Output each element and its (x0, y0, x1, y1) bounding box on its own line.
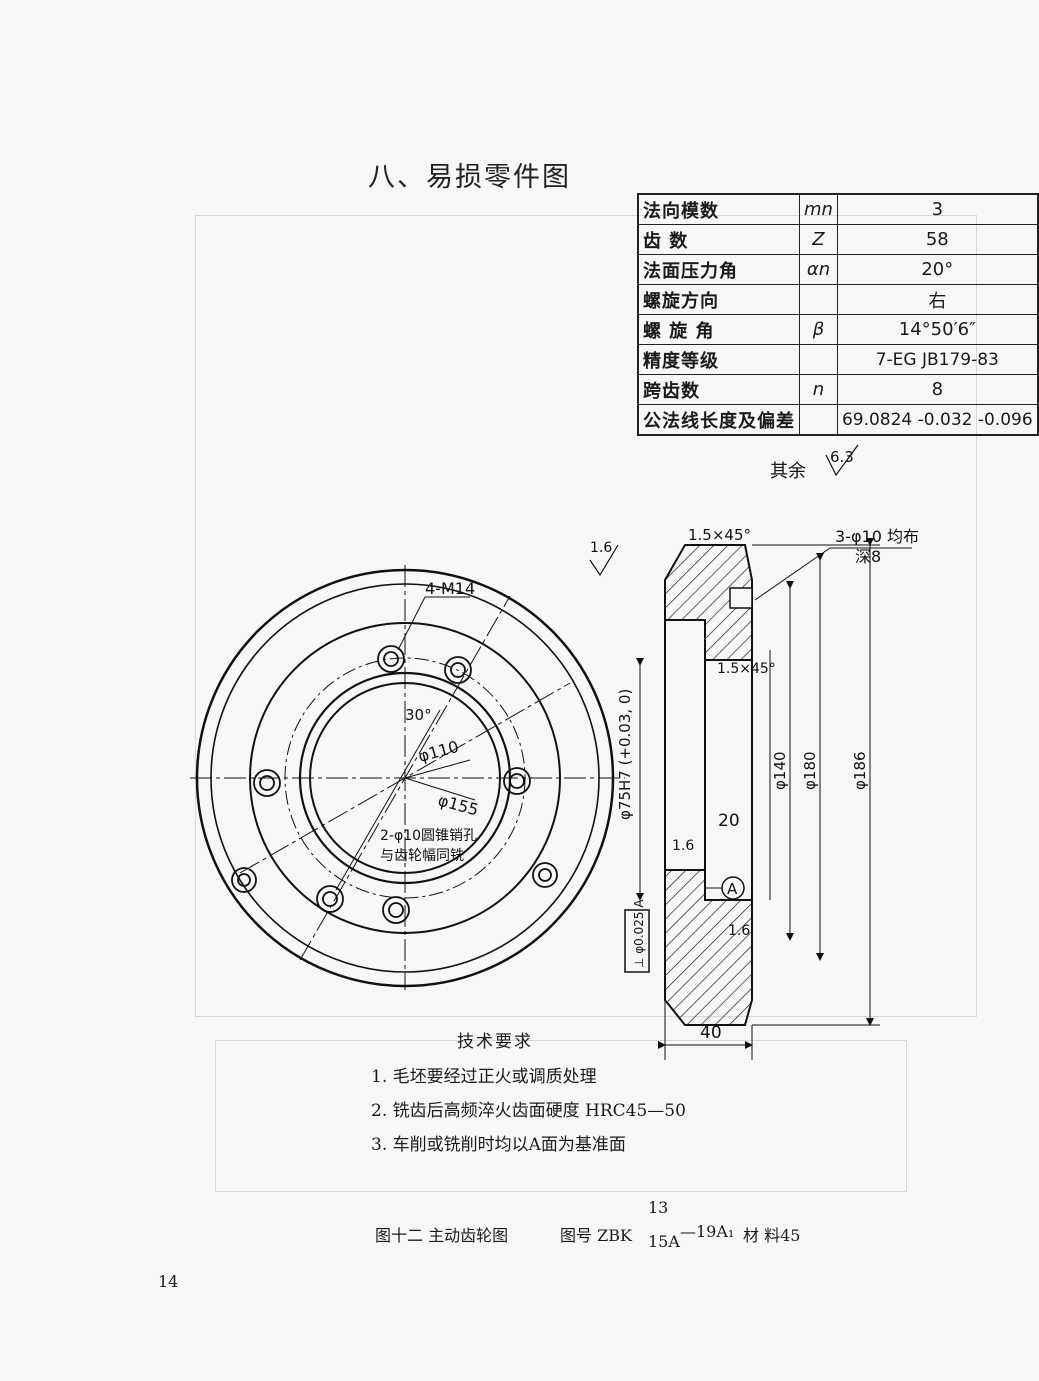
requirement-3: 3. 车削或铣削时均以A面为基准面 (371, 1135, 626, 1155)
param-value: 58 (836, 224, 1039, 255)
material-label: 材 料45 (743, 1226, 801, 1245)
roughness-symbol-top (589, 544, 619, 577)
figure-caption: 图十二 主动齿轮图 (375, 1226, 509, 1245)
roughness-b: 1.6 (672, 838, 694, 854)
pin-leader (335, 709, 441, 891)
param-name: 法面压力角 (637, 254, 800, 285)
drawing-number-fraction-top: 13 (648, 1198, 669, 1217)
bolt-label: 4-M14 (425, 579, 475, 598)
tolerance-label: ⊥ φ0.025 A (632, 899, 646, 968)
bottom-teeth-section (664, 869, 753, 1026)
page-number: 14 (158, 1272, 179, 1291)
param-symbol: αn (799, 254, 838, 285)
bleed-through-frame-lower (215, 1040, 907, 1192)
param-value: 20° (836, 254, 1039, 285)
roughness-a: 1.6 (590, 540, 612, 556)
tapped-hole (729, 587, 753, 609)
param-name: 法向模数 (637, 193, 800, 225)
requirement-1: 1. 毛坯要经过正火或调质处理 (371, 1067, 597, 1087)
requirement-2: 2. 铣齿后高频淬火齿面硬度 HRC45—50 (371, 1101, 686, 1121)
param-name: 公法线长度及偏差 (637, 404, 800, 436)
drawing-number-fraction-bottom: 15A (648, 1232, 680, 1251)
dia140-label: φ140 (771, 751, 789, 790)
param-name: 跨齿数 (637, 374, 800, 405)
drawing-number-suffix: —19A₁ (680, 1222, 735, 1241)
pin-note-2: 与齿轮幅同铣 (380, 848, 464, 864)
angle-label: 30° (405, 706, 432, 724)
param-value: 右 (836, 284, 1039, 315)
hole-note-top: 3-φ10 均布 (835, 527, 919, 546)
dia155-label: φ155 (436, 791, 481, 820)
tolerance-frame (624, 909, 650, 973)
param-value: 8 (836, 374, 1039, 405)
param-value: 69.0824 -0.032 -0.096 (836, 404, 1039, 436)
param-value: 3 (836, 193, 1039, 225)
requirements-title: 技术要求 (457, 1032, 533, 1052)
chamfer-mid: 1.5×45° (717, 661, 776, 677)
bore-label: φ75H7 (+0.03, 0) (616, 689, 634, 820)
bolt-holes (231, 645, 558, 924)
dia155-leader (404, 777, 476, 801)
dia180-label: φ180 (801, 751, 819, 790)
section-dimensions (636, 538, 912, 1060)
gear-drawing: 其余 6.3 3-φ10 均布 深8 1.5×45° 1.5×45° 1.6 1… (190, 444, 919, 1060)
hole-note-depth: 深8 (855, 547, 881, 566)
datum-label: A (727, 880, 738, 898)
dia110-leader (404, 759, 471, 779)
param-row: 螺旋方向右 (637, 284, 1039, 315)
dia186-label: φ186 (851, 751, 869, 790)
bleed-through-frame (195, 215, 977, 1017)
roughness-symbol-rest (825, 444, 859, 477)
width-20-label: 20 (718, 811, 740, 831)
param-symbol: n (799, 374, 838, 405)
width-40-label: 40 (700, 1023, 722, 1043)
rest-roughness-label: 其余 (770, 461, 806, 482)
bolt-leader (397, 596, 426, 651)
dia110-label: φ110 (416, 737, 461, 766)
roughness-c: 1.6 (728, 923, 750, 939)
param-row: 公法线长度及偏差 69.0824 -0.032 -0.096 (637, 404, 1039, 436)
param-value: 7-EG JB179-83 (836, 344, 1039, 375)
page-title: 八、易损零件图 (368, 162, 571, 193)
rest-roughness-value: 6.3 (830, 448, 854, 466)
drawing-number-prefix: 图号 ZBK (560, 1226, 632, 1245)
param-symbol (799, 404, 838, 436)
pin-note-1: 2-φ10圆锥销孔 (380, 828, 477, 844)
section-view (589, 444, 912, 1060)
front-view (190, 565, 625, 990)
chamfer-top: 1.5×45° (688, 526, 751, 544)
